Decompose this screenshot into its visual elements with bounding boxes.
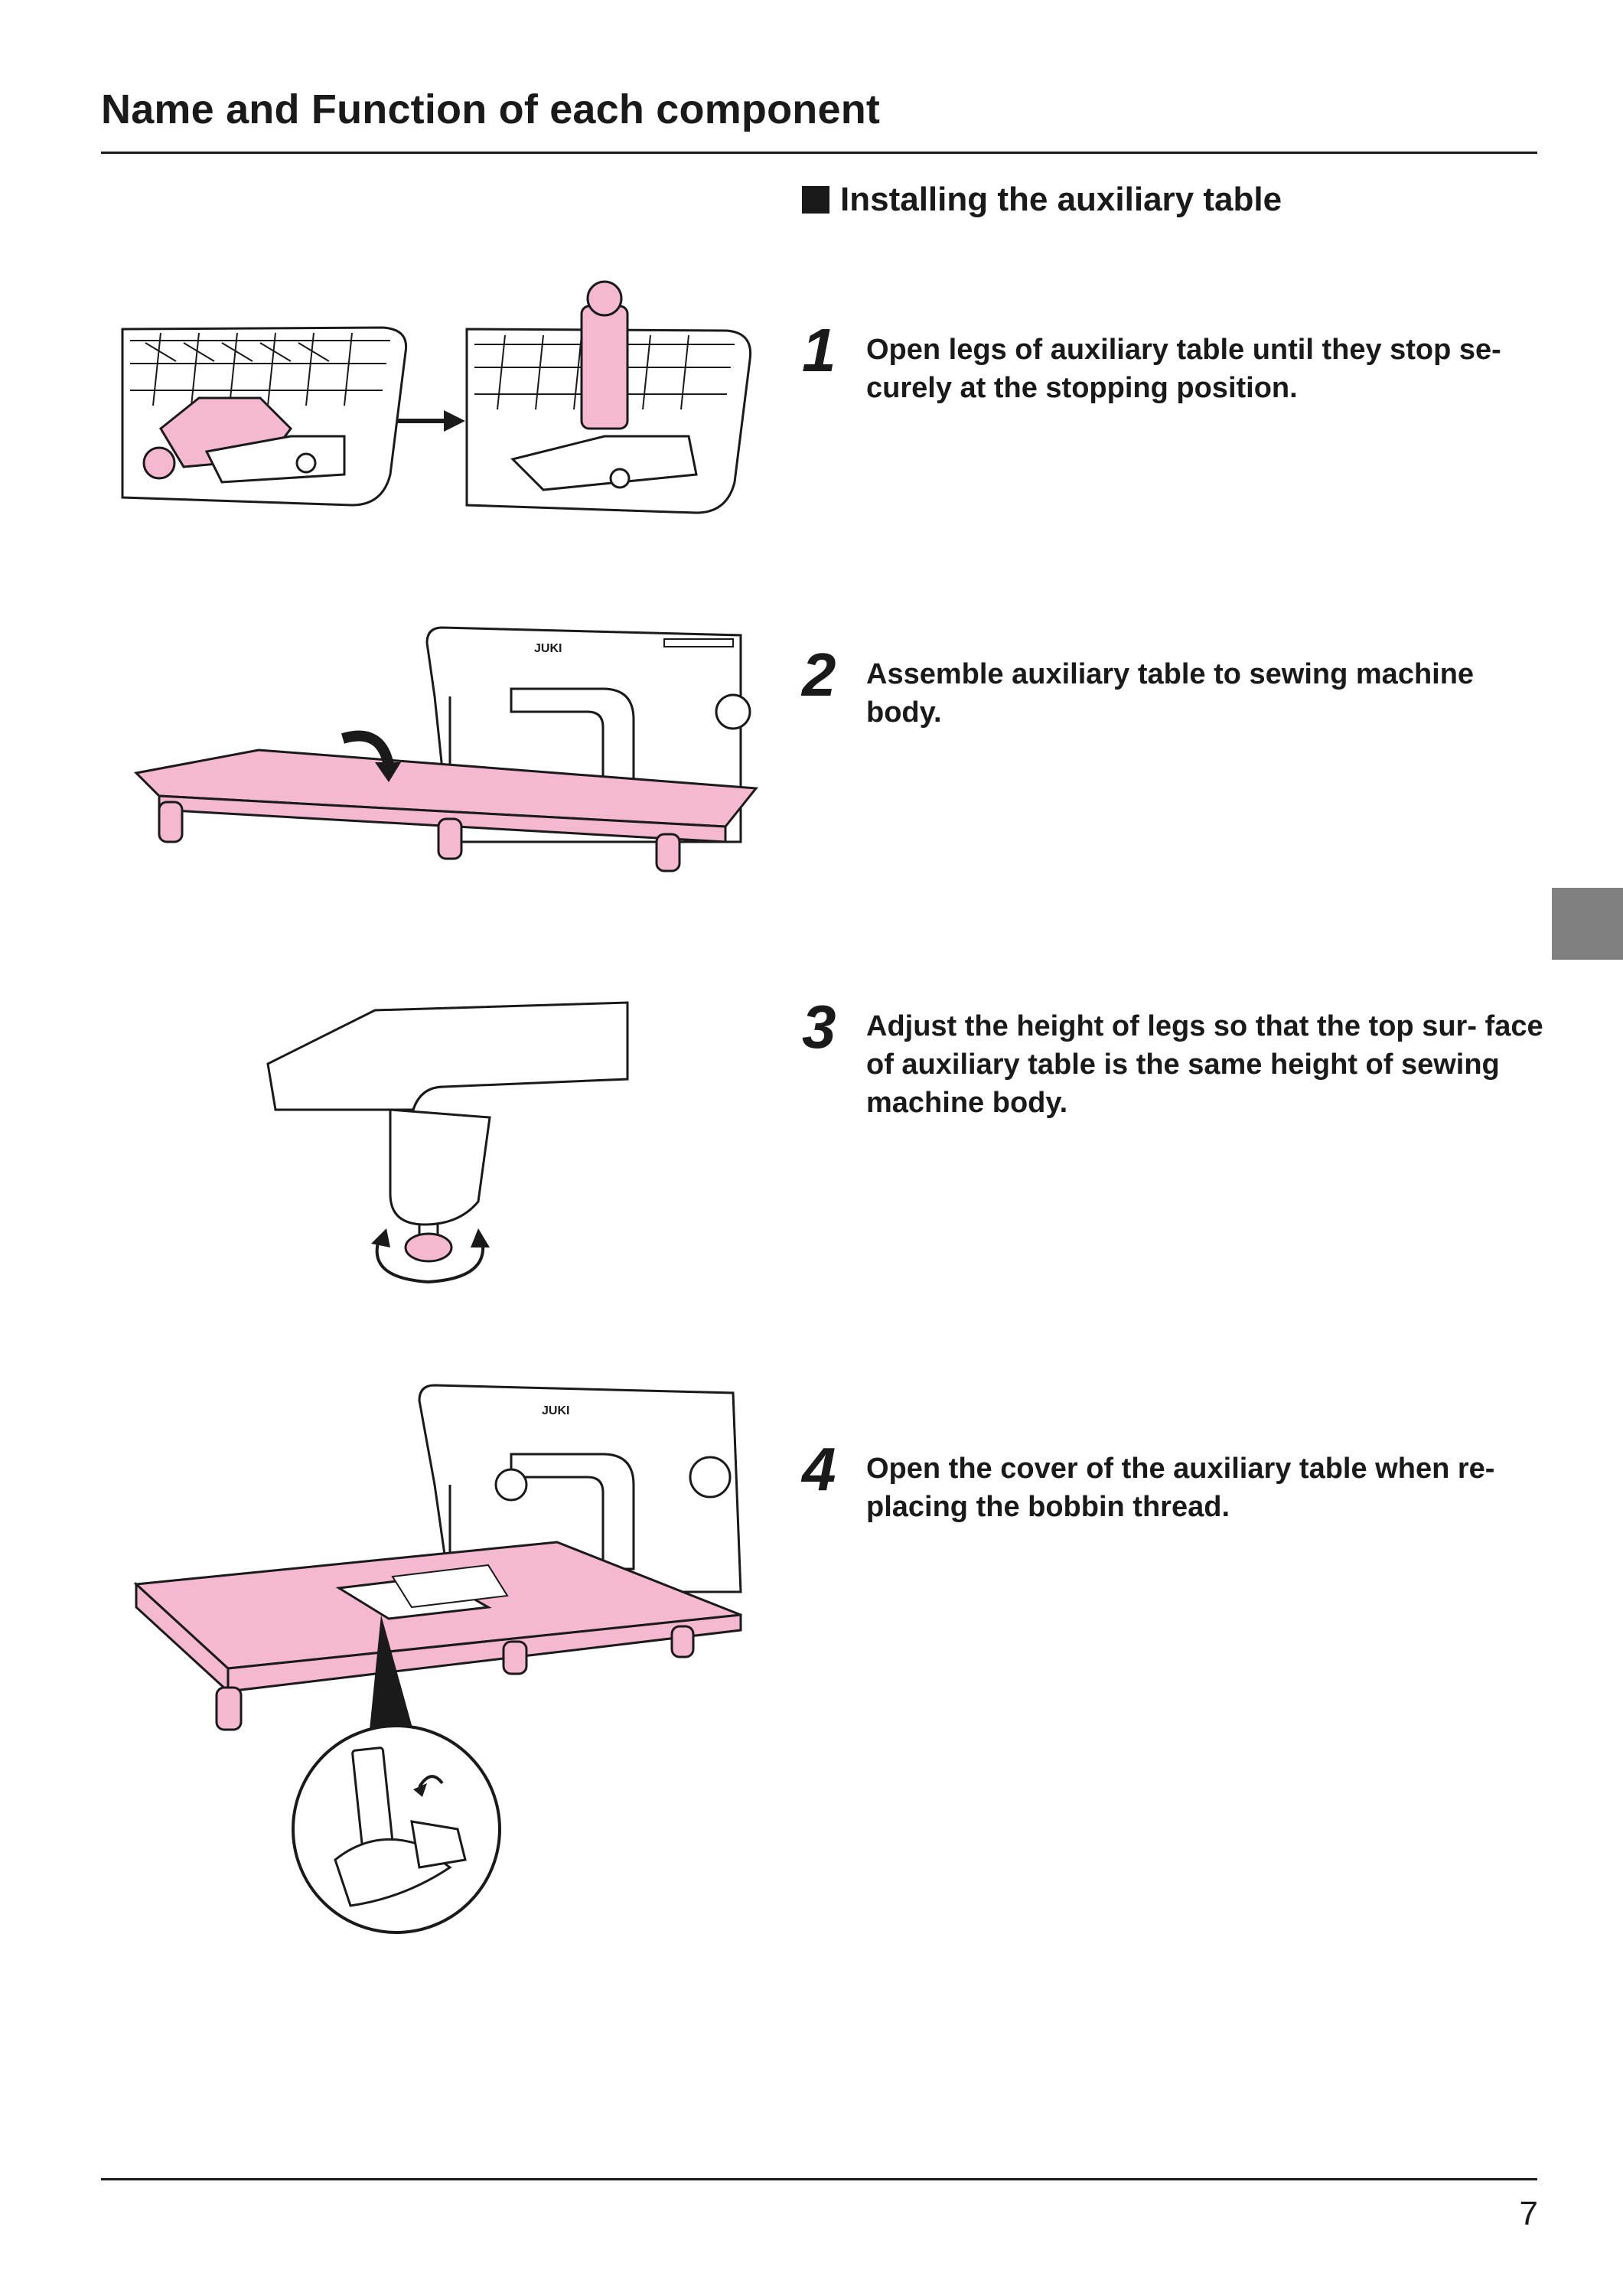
step-text: Open the cover of the auxiliary table wh… [866,1453,1495,1523]
step-text: Adjust the height of legs so that the to… [866,1010,1543,1119]
step-number: 2 [802,641,836,709]
section-tab-marker [1552,888,1623,960]
illustration-adjust-legs [260,995,643,1305]
brand-label: JUKI [542,1404,569,1417]
section-heading-text: Installing the auxiliary table [840,181,1282,218]
illustration-open-legs [115,276,752,524]
illustration-open-cover: JUKI [129,1370,756,1940]
square-bullet-icon [802,186,829,214]
page-title: Name and Function of each component [101,86,881,132]
step-text: Assemble auxiliary table to sewing machi… [866,658,1475,729]
step-number: 1 [802,316,836,384]
illustration-assemble-table: JUKI [129,612,758,876]
page-number: 7 [1519,2195,1538,2232]
step-text: Open legs of auxiliary table until they … [866,334,1501,404]
footer-divider [101,2178,1537,2180]
step-number: 3 [802,993,836,1061]
brand-label: JUKI [534,642,562,655]
step-number: 4 [802,1435,836,1503]
section-heading: Installing the auxiliary table [802,181,1282,219]
title-divider [101,152,1537,154]
